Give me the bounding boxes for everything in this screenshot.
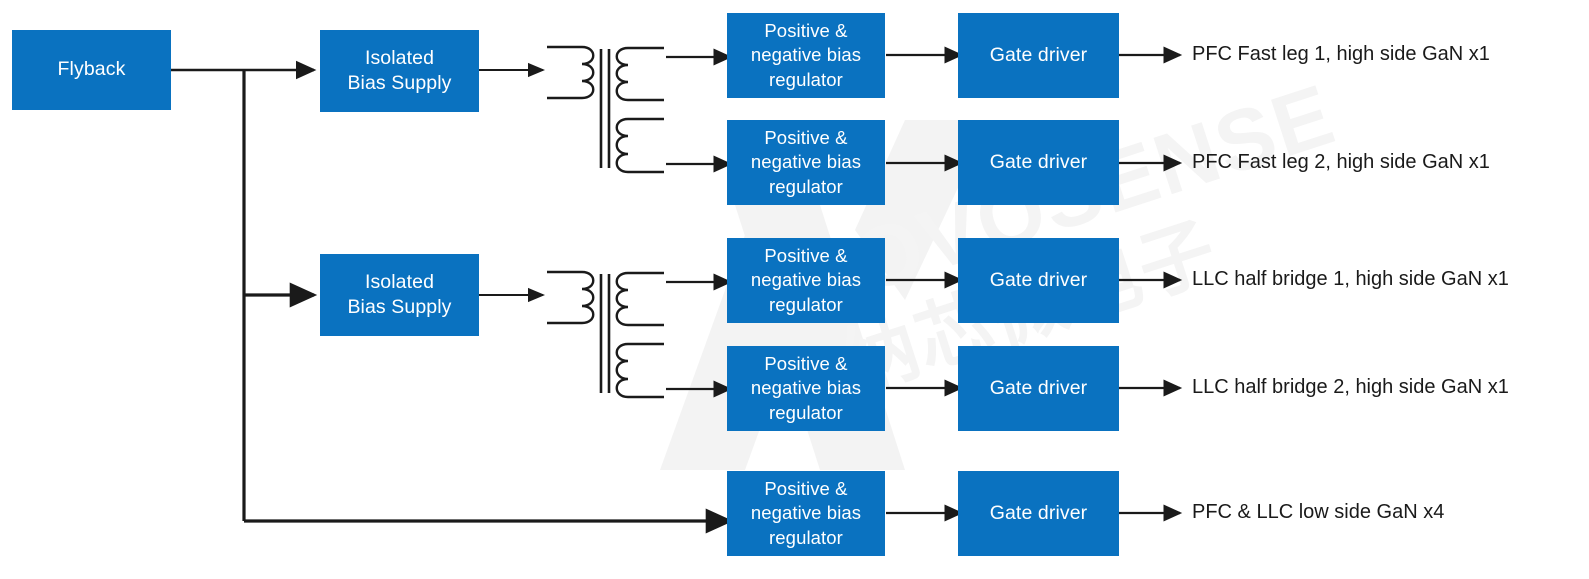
regulator3-line3: regulator bbox=[769, 293, 843, 315]
node-regulator-1[interactable]: Positive & negative bias regulator bbox=[727, 13, 885, 98]
node-regulator-5[interactable]: Positive & negative bias regulator bbox=[727, 471, 885, 556]
bias1-line2: Bias Supply bbox=[347, 72, 452, 94]
node-regulator-2[interactable]: Positive & negative bias regulator bbox=[727, 120, 885, 205]
gate-driver-1-label: Gate driver bbox=[989, 43, 1088, 66]
node-flyback-label: Flyback bbox=[57, 58, 126, 81]
transformer-2 bbox=[547, 270, 664, 399]
output-label-1: PFC Fast leg 1, high side GaN x1 bbox=[1192, 43, 1490, 65]
output-label-4: LLC half bridge 2, high side GaN x1 bbox=[1192, 376, 1509, 398]
output-label-2: PFC Fast leg 2, high side GaN x1 bbox=[1192, 151, 1490, 173]
node-gate-driver-3[interactable]: Gate driver bbox=[958, 238, 1119, 323]
regulator5-line3: regulator bbox=[769, 526, 843, 548]
gate-driver-2-label: Gate driver bbox=[989, 150, 1088, 173]
node-gate-driver-2[interactable]: Gate driver bbox=[958, 120, 1119, 205]
regulator3-line2: negative bias bbox=[750, 269, 862, 291]
regulator2-line2: negative bias bbox=[750, 151, 862, 173]
regulator1-line2: negative bias bbox=[750, 44, 862, 66]
regulator1-line3: regulator bbox=[769, 68, 843, 90]
gate-driver-4-label: Gate driver bbox=[989, 376, 1088, 399]
node-flyback[interactable]: Flyback bbox=[12, 30, 171, 110]
output-label-3: LLC half bridge 1, high side GaN x1 bbox=[1192, 268, 1509, 290]
gate-driver-5-label: Gate driver bbox=[989, 501, 1088, 524]
node-gate-driver-5[interactable]: Gate driver bbox=[958, 471, 1119, 556]
regulator3-line1: Positive & bbox=[764, 245, 848, 267]
node-gate-driver-1[interactable]: Gate driver bbox=[958, 13, 1119, 98]
bias2-line2: Bias Supply bbox=[347, 296, 452, 318]
regulator1-line1: Positive & bbox=[764, 20, 848, 42]
gate-driver-3-label: Gate driver bbox=[989, 268, 1088, 291]
node-isolated-bias-supply-1[interactable]: Isolated Bias Supply bbox=[320, 30, 479, 112]
node-isolated-bias-supply-2[interactable]: Isolated Bias Supply bbox=[320, 254, 479, 336]
transformer-1 bbox=[547, 45, 664, 174]
output-label-5: PFC & LLC low side GaN x4 bbox=[1192, 501, 1445, 523]
bias1-line1: Isolated bbox=[364, 46, 435, 69]
bias2-line1: Isolated bbox=[364, 270, 435, 293]
node-gate-driver-4[interactable]: Gate driver bbox=[958, 346, 1119, 431]
regulator4-line2: negative bias bbox=[750, 377, 862, 399]
regulator4-line3: regulator bbox=[769, 401, 843, 423]
node-regulator-3[interactable]: Positive & negative bias regulator bbox=[727, 238, 885, 323]
regulator4-line1: Positive & bbox=[764, 353, 848, 375]
regulator5-line2: negative bias bbox=[750, 502, 862, 524]
node-regulator-4[interactable]: Positive & negative bias regulator bbox=[727, 346, 885, 431]
regulator5-line1: Positive & bbox=[764, 478, 848, 500]
regulator2-line1: Positive & bbox=[764, 127, 848, 149]
regulator2-line3: regulator bbox=[769, 175, 843, 197]
